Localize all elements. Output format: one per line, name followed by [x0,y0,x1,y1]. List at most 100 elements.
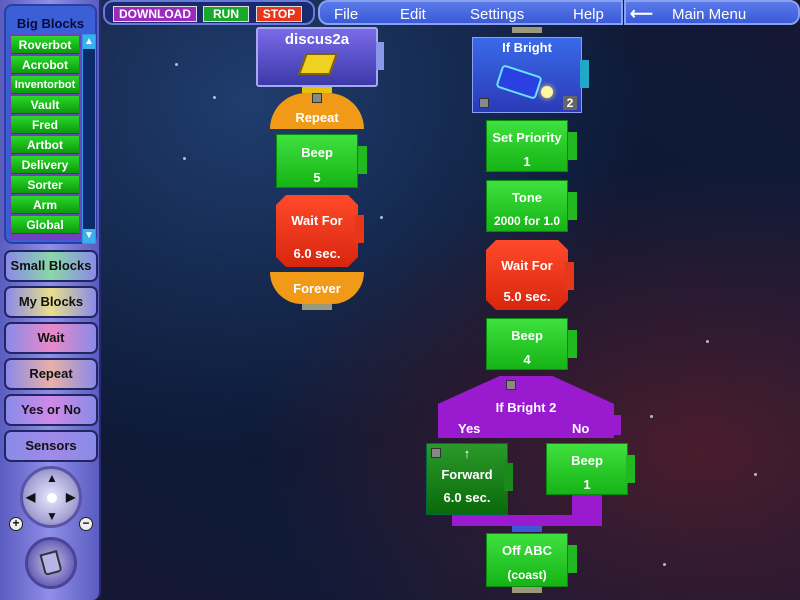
sidebar: Big Blocks Roverbot Acrobot Inventorbot … [0,0,101,600]
wait-value: 6.0 sec. [293,246,341,261]
block-tab [568,545,577,573]
light-sensor-icon [495,64,543,100]
zoom-in-icon[interactable]: + [9,517,23,531]
if-bright-2-branch-block[interactable]: If Bright 2 Yes No [438,376,614,438]
menu-edit[interactable]: Edit [400,6,426,23]
big-block-arm[interactable]: Arm [11,196,79,214]
toolbar: DOWNLOAD RUN STOP [103,0,315,25]
block-tab [376,42,384,70]
big-blocks-scrollbar[interactable]: ▲ ▼ [82,34,96,244]
set-priority-value: 1 [523,154,531,169]
connector [512,587,542,593]
block-menu-icon[interactable] [506,380,516,390]
star [213,96,216,99]
download-button[interactable]: DOWNLOAD [113,6,197,22]
menu-settings[interactable]: Settings [470,6,525,23]
big-block-acrobot[interactable]: Acrobot [11,56,79,74]
tone-block[interactable]: Tone 2000 for 1.0 [486,180,568,232]
repeat-label: Repeat [295,110,339,125]
big-blocks-list: Roverbot Acrobot Inventorbot Vault Fred … [9,34,81,240]
connector [302,304,332,310]
star [754,473,757,476]
port-badge: 2 [563,96,577,110]
wait-value: 5.0 sec. [503,289,551,304]
main-menu-button[interactable]: ⟵ Main Menu [624,0,800,25]
big-block-sorter[interactable]: Sorter [11,176,79,194]
wait-label: Wait For [291,213,343,228]
forward-value: 6.0 sec. [443,490,491,505]
branch-no-label: No [572,421,590,436]
block-tab [612,415,621,435]
scroll-up-icon[interactable]: ▲ [83,35,95,49]
if-bright-sensor-block[interactable]: If Bright 2 [472,37,582,113]
block-tab [568,132,577,160]
big-block-artbot[interactable]: Artbot [11,136,79,154]
big-blocks-title: Big Blocks [16,16,85,31]
big-block-global[interactable]: Global [11,216,79,234]
big-block-roverbot[interactable]: Roverbot [11,36,79,54]
run-button[interactable]: RUN [203,6,249,22]
connector [512,27,542,33]
branch-label: If Bright 2 [495,400,557,415]
branch-connector [572,495,602,515]
forward-block[interactable]: ↑ Forward 6.0 sec. [426,443,508,515]
star [663,563,666,566]
zoom-out-icon[interactable]: − [79,517,93,531]
sensors-button[interactable]: Sensors [4,430,98,462]
nav-up-icon[interactable]: ▲ [46,471,58,485]
big-block-vault[interactable]: Vault [11,96,79,114]
block-menu-icon[interactable] [431,448,441,458]
nav-left-icon[interactable]: ◀ [26,490,36,504]
block-tab [568,192,577,220]
rcx-brick-icon [297,53,339,75]
menu-bar: File Edit Settings Help [318,0,623,25]
beep-label: Beep [571,453,603,468]
off-abc-block[interactable]: Off ABC (coast) [486,533,568,587]
beep-label: Beep [301,145,333,160]
star [706,340,709,343]
menu-help[interactable]: Help [573,6,604,23]
beep-block[interactable]: Beep 4 [486,318,568,370]
star [650,415,653,418]
off-value: (coast) [507,568,547,582]
block-tab [358,146,367,174]
program-title: discus2a [284,31,350,48]
nav-down-icon[interactable]: ▼ [46,509,58,523]
block-tab [580,60,589,88]
beep-block[interactable]: Beep 5 [276,134,358,188]
program-block-discus2a[interactable]: discus2a [256,27,378,87]
set-priority-block[interactable]: Set Priority 1 [486,120,568,172]
beep-label: Beep [511,328,543,343]
block-tab [504,463,513,491]
beep-block[interactable]: Beep 1 [546,443,628,495]
big-blocks-panel: Big Blocks Roverbot Acrobot Inventorbot … [4,4,97,244]
scroll-down-icon[interactable]: ▼ [83,229,95,243]
arrow-left-icon: ⟵ [630,6,653,23]
yes-or-no-button[interactable]: Yes or No [4,394,98,426]
branch-merge-bar [452,515,602,526]
block-menu-icon[interactable] [479,98,489,108]
wait-label: Wait For [501,258,553,273]
light-icon [541,86,553,98]
big-block-delivery[interactable]: Delivery [11,156,79,174]
block-menu-icon[interactable] [312,93,322,103]
repeat-block[interactable]: Repeat [270,93,364,129]
scroll-navigation-pad[interactable]: ▲ ▼ ◀ ▶ [20,466,82,528]
beep-value: 4 [523,352,531,367]
nav-right-icon[interactable]: ▶ [66,490,76,504]
big-block-inventorbot[interactable]: Inventorbot [11,76,79,94]
main-menu-label: Main Menu [672,6,747,23]
forever-block[interactable]: Forever [270,272,364,304]
stop-button[interactable]: STOP [256,6,302,22]
wait-button[interactable]: Wait [4,322,98,354]
my-blocks-button[interactable]: My Blocks [4,286,98,318]
trash-icon[interactable] [25,537,77,589]
small-blocks-button[interactable]: Small Blocks [4,250,98,282]
wait-for-block[interactable]: Wait For 6.0 sec. [276,195,358,267]
menu-file[interactable]: File [334,6,359,23]
nav-center-icon[interactable] [47,493,57,503]
big-block-fred[interactable]: Fred [11,116,79,134]
block-tab [565,262,574,290]
repeat-button[interactable]: Repeat [4,358,98,390]
wait-for-block[interactable]: Wait For 5.0 sec. [486,240,568,310]
